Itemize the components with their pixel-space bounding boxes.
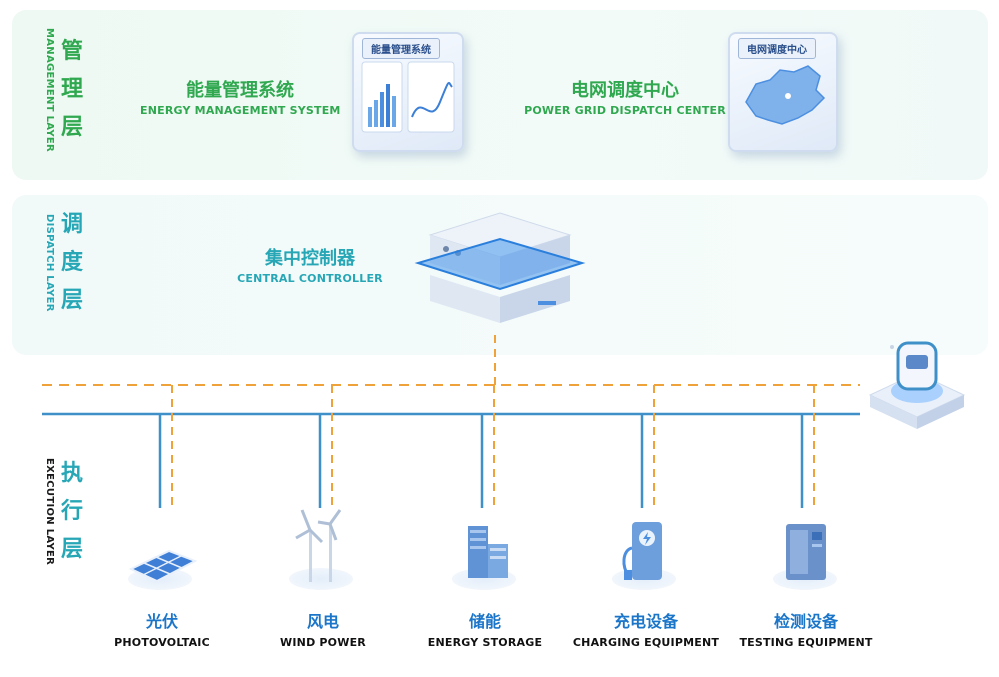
central-controller-label: 集中控制器 CENTRAL CONTROLLER <box>230 244 390 285</box>
device-label-energy-storage: 储能 ENERGY STORAGE <box>405 608 565 649</box>
title-char: 调 <box>61 212 84 237</box>
energy-management-system-zh: 能量管理系统 <box>186 80 294 101</box>
device-name-en: PHOTOVOLTAIC <box>114 636 210 649</box>
dispatch-layer-title: DISPATCH LAYER 调 度 层 <box>44 206 83 320</box>
solar-panel-icon <box>128 549 198 583</box>
device-label-testing-equipment: 检测设备 TESTING EQUIPMENT <box>726 608 886 649</box>
dispatch-layer-title-zh: 调 度 层 <box>61 206 83 320</box>
title-char: 层 <box>61 537 84 562</box>
title-char: 管 <box>61 39 84 65</box>
title-char: 层 <box>61 115 84 141</box>
dispatch-layer-title-en: DISPATCH LAYER <box>44 214 55 312</box>
energy-storage-icon <box>468 526 508 578</box>
device-name-zh: 光伏 <box>145 612 178 631</box>
device-name-en: WIND POWER <box>280 636 366 649</box>
device-label-charging-equipment: 充电设备 CHARGING EQUIPMENT <box>566 608 726 649</box>
device-name-en: CHARGING EQUIPMENT <box>572 636 720 649</box>
device-name-en: TESTING EQUIPMENT <box>739 636 873 649</box>
title-char: 行 <box>61 499 84 524</box>
execution-layer-title-zh: 执 行 层 <box>61 455 83 569</box>
energy-management-system-label: 能量管理系统 ENERGY MANAGEMENT SYSTEM <box>140 76 340 117</box>
device-name-zh: 检测设备 <box>773 612 838 631</box>
energy-management-system-en: ENERGY MANAGEMENT SYSTEM <box>140 104 341 117</box>
gateway-device-icon <box>868 341 966 429</box>
power-grid-dispatch-center-zh: 电网调度中心 <box>571 80 679 101</box>
management-layer-title-en: MANAGEMENT LAYER <box>44 28 55 153</box>
china-map-icon <box>745 65 826 125</box>
execution-layer-title-en: EXECUTION LAYER <box>44 458 55 566</box>
charging-station-icon <box>622 522 662 580</box>
device-name-zh: 充电设备 <box>613 612 678 631</box>
dispatch-center-monitor: 电网调度中心 <box>728 32 838 152</box>
title-char: 执 <box>61 461 84 486</box>
monitor-tag: 电网调度中心 <box>738 38 816 59</box>
power-grid-dispatch-center-en: POWER GRID DISPATCH CENTER <box>524 104 726 117</box>
testing-cabinet-icon <box>786 524 826 580</box>
central-controller-en: CENTRAL CONTROLLER <box>237 272 383 285</box>
title-char: 理 <box>61 77 84 103</box>
device-name-en: ENERGY STORAGE <box>427 636 543 649</box>
central-controller-icon <box>414 212 586 323</box>
device-label-photovoltaic: 光伏 PHOTOVOLTAIC <box>82 608 242 649</box>
energy-management-monitor: 能量管理系统 <box>352 32 464 152</box>
execution-layer-title: EXECUTION LAYER 执 行 层 <box>44 455 83 569</box>
management-layer-title: MANAGEMENT LAYER 管 理 层 <box>44 28 83 152</box>
power-grid-dispatch-center-label: 电网调度中心 POWER GRID DISPATCH CENTER <box>520 76 730 117</box>
monitor-tag: 能量管理系统 <box>362 38 440 59</box>
title-char: 层 <box>61 288 84 313</box>
device-label-wind-power: 风电 WIND POWER <box>243 608 403 649</box>
device-pedestal <box>289 568 353 590</box>
device-name-zh: 风电 <box>306 612 339 631</box>
dashboard-chart-icon <box>361 61 455 133</box>
title-char: 度 <box>61 250 84 275</box>
device-name-zh: 储能 <box>468 612 501 631</box>
wind-turbine-icon <box>295 509 342 582</box>
management-layer-title-zh: 管 理 层 <box>61 33 83 147</box>
central-controller-zh: 集中控制器 <box>265 248 355 269</box>
